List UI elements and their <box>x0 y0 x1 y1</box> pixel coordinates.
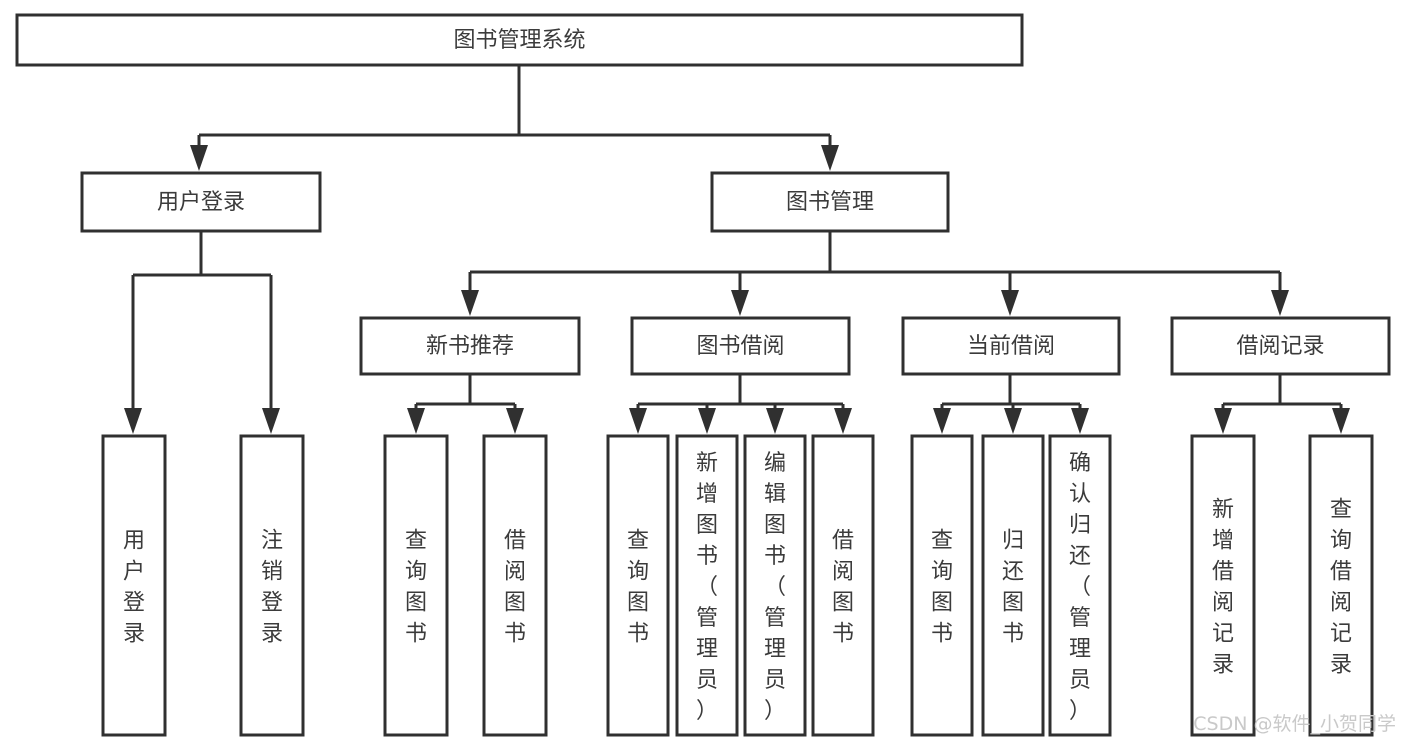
node-leaf-confirm-return[interactable]: 确认归还（管理员） <box>1048 434 1112 737</box>
node-box-leaf-add-book <box>675 434 739 737</box>
node-leaf-return-book[interactable]: 归还图书 <box>981 434 1045 737</box>
connector-arrow-icon <box>766 408 784 434</box>
node-label-leaf-add-book: 新增图书（管理员） <box>696 451 718 724</box>
connector-arrow-icon <box>1001 290 1019 316</box>
node-leaf-borrow-book[interactable]: 借阅图书 <box>811 434 875 737</box>
node-leaf-edit-book[interactable]: 编辑图书（管理员） <box>743 434 807 737</box>
connector-arrow-icon <box>698 408 716 434</box>
node-label-leaf-query-book-recommend: 查询图书 <box>405 529 427 647</box>
node-label-borrow-record: 借阅记录 <box>1236 334 1324 359</box>
node-box-new-book-recommend <box>359 316 581 376</box>
connector-line <box>1221 374 1343 412</box>
connector-arrow-icon <box>731 290 749 316</box>
node-label-leaf-logout: 注销登录 <box>261 529 283 647</box>
node-leaf-add-borrow-record[interactable]: 新增借阅记录 <box>1190 434 1256 737</box>
node-label-user-login: 用户登录 <box>157 190 245 215</box>
node-leaf-query-book-borrow[interactable]: 查询图书 <box>606 434 670 737</box>
node-leaf-borrow-book-recommend[interactable]: 借阅图书 <box>482 434 548 737</box>
connector-line <box>414 374 517 412</box>
node-box-leaf-user-login <box>101 434 167 737</box>
node-label-current-borrow: 当前借阅 <box>967 334 1055 359</box>
node-box-leaf-borrow-book-recommend <box>482 434 548 737</box>
connector-arrow-icon <box>1004 408 1022 434</box>
connector-arrow-icon <box>190 145 208 171</box>
node-box-root <box>15 13 1024 67</box>
connector-arrow-icon <box>461 290 479 316</box>
node-label-leaf-add-borrow-record: 新增借阅记录 <box>1212 498 1234 678</box>
connector-line <box>131 231 273 412</box>
node-leaf-add-book[interactable]: 新增图书（管理员） <box>675 434 739 737</box>
node-label-new-book-recommend: 新书推荐 <box>426 334 514 359</box>
node-box-leaf-add-borrow-record <box>1190 434 1256 737</box>
watermark-label: CSDN @软件_小贺同学 <box>1193 713 1396 735</box>
connector-line <box>468 231 1282 296</box>
connector-arrow-icon <box>506 408 524 434</box>
node-label-book-manage: 图书管理 <box>786 190 874 215</box>
node-box-borrow-record <box>1170 316 1391 376</box>
node-label-leaf-return-book: 归还图书 <box>1002 529 1024 647</box>
node-box-leaf-logout <box>239 434 305 737</box>
node-label-leaf-query-book-borrow: 查询图书 <box>627 529 649 647</box>
node-label-leaf-query-book-current: 查询图书 <box>931 529 953 647</box>
node-borrow-record[interactable]: 借阅记录 <box>1170 316 1391 376</box>
connector-arrow-icon <box>1071 408 1089 434</box>
node-box-book-manage <box>710 171 950 233</box>
node-box-leaf-query-book-recommend <box>383 434 449 737</box>
node-new-book-recommend[interactable]: 新书推荐 <box>359 316 581 376</box>
node-box-leaf-query-book-borrow <box>606 434 670 737</box>
connector-arrow-icon <box>933 408 951 434</box>
node-leaf-user-login[interactable]: 用户登录 <box>101 434 167 737</box>
node-box-user-login <box>80 171 322 233</box>
node-label-book-borrow: 图书借阅 <box>696 334 784 359</box>
nodes-layer: 图书管理系统用户登录图书管理新书推荐图书借阅当前借阅借阅记录用户登录注销登录查询… <box>15 13 1391 737</box>
node-label-leaf-query-borrow-record: 查询借阅记录 <box>1330 498 1352 678</box>
connector-arrow-icon <box>821 145 839 171</box>
node-box-leaf-edit-book <box>743 434 807 737</box>
node-label-leaf-user-login: 用户登录 <box>123 529 145 647</box>
node-book-borrow[interactable]: 图书借阅 <box>630 316 851 376</box>
node-box-leaf-confirm-return <box>1048 434 1112 737</box>
node-box-leaf-query-book-current <box>910 434 974 737</box>
connector-line <box>197 65 832 150</box>
node-leaf-query-book-current[interactable]: 查询图书 <box>910 434 974 737</box>
node-current-borrow[interactable]: 当前借阅 <box>901 316 1121 376</box>
node-label-leaf-borrow-book-recommend: 借阅图书 <box>504 529 526 647</box>
node-leaf-query-borrow-record[interactable]: 查询借阅记录 <box>1308 434 1374 737</box>
connector-line <box>636 374 845 412</box>
connector-arrow-icon <box>1214 408 1232 434</box>
node-label-leaf-borrow-book: 借阅图书 <box>832 529 854 647</box>
node-root[interactable]: 图书管理系统 <box>15 13 1024 67</box>
connector-line <box>940 374 1082 412</box>
node-box-leaf-borrow-book <box>811 434 875 737</box>
node-box-book-borrow <box>630 316 851 376</box>
node-label-leaf-confirm-return: 确认归还（管理员） <box>1069 451 1091 724</box>
node-leaf-logout[interactable]: 注销登录 <box>239 434 305 737</box>
node-box-leaf-return-book <box>981 434 1045 737</box>
connector-arrow-icon <box>1332 408 1350 434</box>
node-user-login[interactable]: 用户登录 <box>80 171 322 233</box>
connector-arrow-icon <box>407 408 425 434</box>
connector-arrow-icon <box>262 408 280 434</box>
node-box-leaf-query-borrow-record <box>1308 434 1374 737</box>
connector-arrow-icon <box>1271 290 1289 316</box>
node-label-leaf-edit-book: 编辑图书（管理员） <box>764 451 786 724</box>
arrowheads-layer <box>124 145 1350 434</box>
connector-arrow-icon <box>629 408 647 434</box>
connectors-layer <box>131 65 1343 412</box>
node-book-manage[interactable]: 图书管理 <box>710 171 950 233</box>
connector-arrow-icon <box>834 408 852 434</box>
connector-arrow-icon <box>124 408 142 434</box>
node-leaf-query-book-recommend[interactable]: 查询图书 <box>383 434 449 737</box>
node-box-current-borrow <box>901 316 1121 376</box>
node-label-root: 图书管理系统 <box>453 28 585 53</box>
